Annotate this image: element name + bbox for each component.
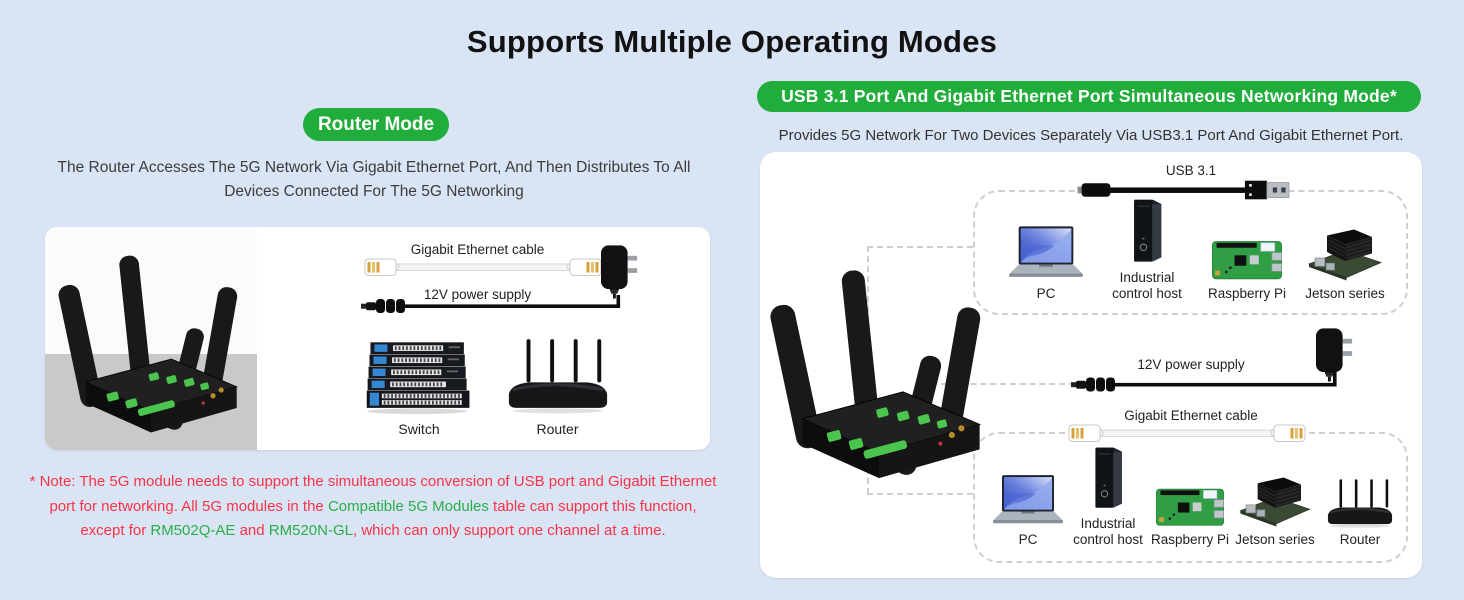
ethernet-device-pc: PC [988,442,1068,548]
note-text-1: * Note: The 5G module needs to support t… [29,473,717,515]
router-mode-description: The Router Accesses The 5G Network Via G… [36,156,712,204]
power-supply-label: 12V power supply [423,287,532,302]
connector-line-to-ethernet-group [867,493,973,495]
ethernet-cable-image [363,255,603,279]
connector-line-to-usb-group [867,246,973,248]
ethernet-cable-image [1065,421,1309,445]
note-link-compatible-modules: Compatible 5G Modules [327,497,489,515]
power-supply-label: 12V power supply [1137,357,1245,372]
ethernet-cable-label: Gigabit Ethernet cable [410,242,545,257]
laptop-icon [989,473,1067,528]
connector-line-to-power [941,383,1075,385]
jetson-icon [1237,476,1313,528]
raspberry-pi-icon [1155,485,1225,528]
usb-cable-image [1058,179,1310,201]
power-adapter-icon [601,243,639,299]
ethernet-device-router: Router [1318,442,1402,548]
ethernet-device-industrial-host: Industrial control host [1066,436,1150,548]
usb-ethernet-mode-badge: USB 3.1 Port And Gigabit Ethernet Port S… [757,81,1421,112]
industrial-host-icon [1126,194,1168,266]
usb-device-jetson: Jetson series [1295,198,1395,302]
power-cord-image [1071,372,1337,392]
description-line-1: The Router Accesses The 5G Network Via G… [57,159,691,176]
note-module-rm502q: RM502Q-AE [150,522,236,539]
note-text-4: , which can only support one channel at … [352,522,666,539]
usb-device-pc: PC [998,198,1094,302]
jetson-icon [1305,228,1385,282]
5g-router-photo [45,227,257,450]
switch-device: Switch [355,337,483,437]
switch-icon [356,337,482,415]
laptop-icon [1005,224,1087,282]
industrial-host-icon [1088,442,1128,512]
router-label: Router [536,421,579,437]
note-module-rm520n: RM520N-GL [268,522,353,539]
router-mode-diagram-card: Gigabit Ethernet cable 12V power supply … [45,227,710,450]
raspberry-pi-icon [1211,237,1283,282]
note-text-2: table can support this function, except … [80,497,697,540]
router-mode-badge: Router Mode [303,108,449,141]
ethernet-cable-label: Gigabit Ethernet cable [1124,408,1258,423]
usb-ethernet-mode-subtitle: Provides 5G Network For Two Devices Sepa… [778,127,1404,144]
wifi-router-icon [1324,478,1396,528]
5g-router-image [53,235,249,439]
router-device: Router [500,331,615,437]
power-cord-image [361,295,621,313]
ethernet-device-raspberry-pi: Raspberry Pi [1148,442,1232,548]
5g-router-image [764,246,994,486]
usb-cable-label: USB 3.1 [1165,163,1217,178]
wifi-router-icon [503,337,613,414]
switch-label: Switch [398,421,440,437]
note-text-3: and [235,522,269,539]
usb-device-raspberry-pi: Raspberry Pi [1199,198,1295,302]
ethernet-device-jetson: Jetson series [1233,442,1317,548]
footnote: * Note: The 5G module needs to support t… [28,470,718,544]
usb-ethernet-diagram-card: USB 3.1 PC Industrial control host Raspb… [760,152,1422,578]
page-title: Supports Multiple Operating Modes [466,24,998,59]
description-line-2: Devices Connected For The 5G Networking [224,183,524,200]
usb-device-industrial-host: Industrial control host [1099,192,1195,302]
